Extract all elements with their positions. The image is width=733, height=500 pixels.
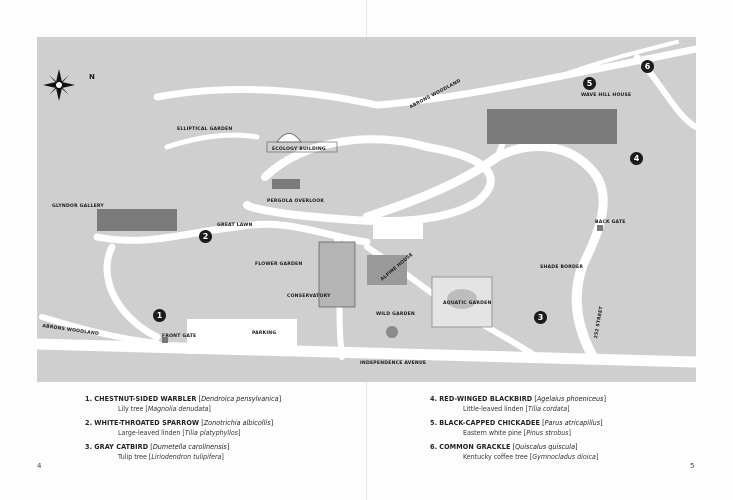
wild-garden-beds — [367, 255, 407, 285]
map-marker-2[interactable]: 2 — [199, 230, 212, 243]
legend-entry-1: 1. CHESTNUT-SIDED WARBLER [Dendroica pen… — [85, 394, 365, 413]
legend-bird-line: 3. GRAY CATBIRD [Dumetella carolinensis] — [85, 442, 230, 451]
abrons-woodland-path — [153, 45, 696, 109]
legend-bird-line: 4. RED-WINGED BLACKBIRD [Agelaius phoeni… — [430, 394, 607, 403]
page-number-right: 5 — [690, 462, 695, 470]
map-marker-5[interactable]: 5 — [583, 77, 596, 90]
label-pergola-overlook: PERGOLA OVERLOOK — [267, 199, 325, 204]
glyndor-gallery-building — [97, 209, 177, 231]
page-number-left: 4 — [37, 462, 42, 470]
label-conservatory: CONSERVATORY — [287, 294, 331, 299]
ecology-building-dome — [276, 133, 302, 143]
legend-entry-2: 2. WHITE-THROATED SPARROW [Zonotrichia a… — [85, 418, 365, 437]
map-marker-3[interactable]: 3 — [534, 311, 547, 324]
abrons-woodland-west-path — [39, 314, 160, 346]
north-ridge-path — [555, 40, 679, 79]
pergola-overlook-structure — [272, 179, 300, 189]
label-independence-avenue: INDEPENDENCE AVENUE — [360, 361, 427, 366]
garden-map: N ABRONS WOODLAND WAVE HILL HOUSE ELLIPT… — [37, 37, 696, 382]
compass-rose — [43, 69, 75, 101]
label-aquatic-garden: AQUATIC GARDEN — [443, 301, 492, 306]
east-drive — [362, 142, 608, 272]
legend-entry-3: 3. GRAY CATBIRD [Dumetella carolinensis]… — [85, 442, 365, 461]
legend-bird-line: 5. BLACK-CAPPED CHICKADEE [Parus atricap… — [430, 418, 603, 427]
legend-bird-line: 2. WHITE-THROATED SPARROW [Zonotrichia a… — [85, 418, 274, 427]
west-drive — [103, 243, 161, 341]
alpine-house-structure — [373, 217, 423, 239]
elliptical-garden-path — [164, 132, 260, 150]
great-lawn-south-path — [93, 220, 371, 246]
parking-lot — [187, 319, 297, 354]
label-wild-garden: WILD GARDEN — [376, 312, 415, 317]
conservatory-building — [318, 241, 356, 308]
legend-bird-line: 1. CHESTNUT-SIDED WARBLER [Dendroica pen… — [85, 394, 282, 403]
label-flower-garden: FLOWER GARDEN — [255, 262, 303, 267]
map-marker-6[interactable]: 6 — [641, 60, 654, 73]
legend-tree-line: Eastern white pine [Pinus strobus] — [463, 429, 571, 437]
label-back-gate: BACK GATE — [595, 220, 626, 225]
front-gate-post — [162, 337, 168, 343]
label-ecology-building: ECOLOGY BUILDING — [272, 147, 326, 152]
252-street — [571, 262, 597, 360]
map-paths-layer — [37, 40, 696, 368]
legend-tree-line: Large-leaved linden [Tilia platyphyllos] — [118, 429, 241, 437]
ecology-building — [266, 141, 338, 153]
legend-entry-5: 5. BLACK-CAPPED CHICKADEE [Parus atricap… — [430, 418, 710, 437]
label-glyndor-gallery: GLYNDOR GALLERY — [52, 204, 104, 209]
legend-bird-line: 6. COMMON GRACKLE [Quiscalus quiscula] — [430, 442, 578, 451]
compass-letter: N — [89, 73, 96, 81]
legend-entry-6: 6. COMMON GRACKLE [Quiscalus quiscula] K… — [430, 442, 710, 461]
independence-avenue-road — [37, 338, 696, 368]
wave-hill-house-building — [487, 109, 617, 144]
legend-tree-line: Tulip tree [Liriodendron tulipifera] — [118, 453, 224, 461]
legend-entry-4: 4. RED-WINGED BLACKBIRD [Agelaius phoeni… — [430, 394, 710, 413]
label-elliptical-garden: ELLIPTICAL GARDEN — [177, 127, 233, 132]
label-wave-hill-house: WAVE HILL HOUSE — [581, 93, 632, 98]
legend-tree-line: Lily tree [Magnolia denudata] — [118, 405, 211, 413]
label-great-lawn: GREAT LAWN — [217, 223, 253, 228]
great-lawn-loop-path — [243, 135, 495, 226]
map-marker-4[interactable]: 4 — [630, 152, 643, 165]
legend-tree-line: Kentucky coffee tree [Gymnocladus dioica… — [463, 453, 599, 461]
label-front-gate: FRONT GATE — [162, 334, 197, 339]
back-gate-post — [597, 225, 603, 231]
label-parking: PARKING — [252, 331, 277, 336]
legend-tree-line: Little-leaved linden [Tilia cordata] — [463, 405, 570, 413]
map-marker-1[interactable]: 1 — [153, 309, 166, 322]
aquatic-pool — [447, 289, 477, 309]
wild-garden-pond — [386, 326, 398, 338]
label-shade-border: SHADE BORDER — [540, 265, 584, 270]
